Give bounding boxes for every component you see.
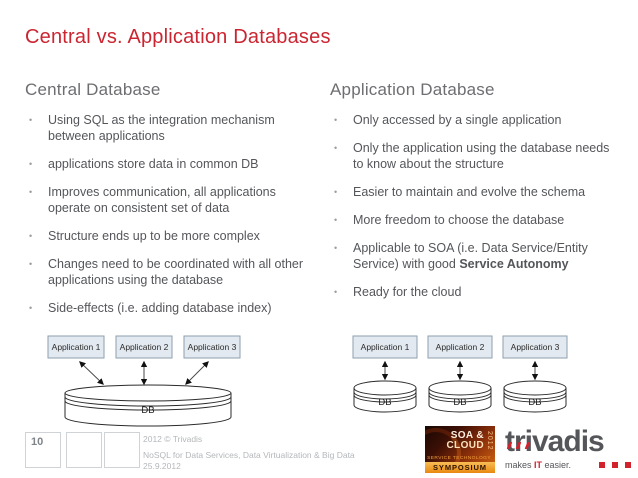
bullet-icon: •	[334, 187, 338, 197]
application-box-label: Application 1	[52, 342, 101, 352]
list-item: • Applicable to SOA (i.e. Data Service/En…	[330, 240, 622, 272]
central-db-diagram: DB Application 1 Application 2 Applicati…	[47, 335, 241, 427]
trivadis-wordmark: trivadis	[505, 425, 605, 458]
footer-text: 2012 © Trivadis NoSQL for Data Services,…	[143, 434, 355, 472]
application-database-heading: Application Database	[330, 80, 495, 99]
database-cylinder: DB	[428, 380, 492, 413]
bullet-icon: •	[29, 187, 33, 197]
bullet-text: Structure ends up to be more complex	[48, 229, 260, 243]
trivadis-wordmark-wrap: trivadis	[505, 427, 633, 457]
application-box: Application 1	[352, 335, 418, 359]
arrows	[79, 360, 209, 386]
bullet-icon: •	[334, 287, 338, 297]
bullet-icon: •	[29, 159, 33, 169]
bullet-text: Ready for the cloud	[353, 285, 462, 299]
database-cylinder: DB	[503, 380, 567, 413]
trivadis-red-accents-icon	[506, 425, 535, 455]
application-box-label: Application 3	[511, 342, 560, 352]
bullet-text: Side-effects (i.e. adding database index…	[48, 301, 272, 315]
footer-box	[66, 432, 102, 468]
page-title: Central vs. Application Databases	[25, 26, 331, 48]
bullet-text: applications store data in common DB	[48, 157, 259, 171]
central-database-heading: Central Database	[25, 80, 161, 99]
bullet-icon: •	[334, 243, 338, 253]
application-database-bullet-list: • Only accessed by a single application •…	[330, 112, 622, 300]
copyright: 2012 © Trivadis	[143, 434, 203, 444]
bullet-text: Easier to maintain and evolve the schema	[353, 185, 586, 199]
bullet-text: More freedom to choose the database	[353, 213, 565, 227]
bullet-text: Changes need to be coordinated with all …	[48, 257, 304, 287]
application-box: Application 2	[115, 335, 173, 359]
db-label: DB	[141, 405, 154, 416]
double-arrow	[185, 361, 209, 385]
central-database-column: Central Database • Using SQL as the integ…	[25, 80, 313, 328]
bullet-text: Only accessed by a single application	[353, 113, 562, 127]
bold-text: Service Autonomy	[459, 257, 569, 271]
application-db-diagram: DB DB DB Application 1 Application	[352, 335, 568, 413]
database-cylinder: DB	[64, 384, 232, 427]
application-database-column: Application Database • Only accessed by a…	[330, 80, 622, 312]
db-label: DB	[453, 397, 466, 408]
list-item: • Structure ends up to be more complex	[25, 228, 313, 244]
list-item: • Only accessed by a single application	[330, 112, 622, 128]
trivadis-logo: trivadis makes IT easier.	[505, 427, 633, 470]
tagline-highlight: IT	[534, 460, 543, 470]
application-box: Application 1	[47, 335, 105, 359]
application-box-label: Application 2	[120, 342, 169, 352]
list-item: • Changes need to be coordinated with all…	[25, 256, 313, 288]
double-arrow	[79, 361, 104, 385]
db-label: DB	[378, 397, 391, 408]
list-item: • Ready for the cloud	[330, 284, 622, 300]
bullet-icon: •	[29, 115, 33, 125]
presentation-date: 25.9.2012	[143, 461, 181, 471]
presentation-title: NoSQL for Data Services, Data Virtualiza…	[143, 450, 355, 460]
bullet-icon: •	[334, 115, 338, 125]
db-label: DB	[528, 397, 541, 408]
soa-service-technology: SERVICE TECHNOLOGY	[427, 456, 491, 461]
list-item: • Easier to maintain and evolve the schem…	[330, 184, 622, 200]
soa-year: 2012	[486, 431, 493, 451]
list-item: • applications store data in common DB	[25, 156, 313, 172]
soa-line2: CLOUD	[446, 440, 484, 451]
arrows	[381, 360, 539, 381]
central-database-bullet-list: • Using SQL as the integration mechanism …	[25, 112, 313, 316]
swirl-decoration-icon	[425, 428, 461, 473]
bullet-icon: •	[29, 303, 33, 313]
list-item: • More freedom to choose the database	[330, 212, 622, 228]
soa-symposium-bar: SYMPOSIUM	[425, 462, 495, 473]
page-number: 10	[31, 436, 44, 448]
trivadis-tagline: makes IT easier.	[505, 460, 633, 470]
bullet-icon: •	[334, 215, 338, 225]
bullet-icon: •	[29, 259, 33, 269]
bullet-text: Applicable to SOA (i.e. Data Service/Ent…	[353, 241, 588, 271]
application-box: Application 2	[427, 335, 493, 359]
page-number-box: 10	[25, 432, 61, 468]
tagline-text: makes IT easier.	[505, 460, 572, 470]
footer-box	[104, 432, 140, 468]
list-item: • Side-effects (i.e. adding database inde…	[25, 300, 313, 316]
application-box: Application 3	[502, 335, 568, 359]
application-box-label: Application 2	[436, 342, 485, 352]
bullet-icon: •	[334, 143, 338, 153]
list-item: • Improves communication, all application…	[25, 184, 313, 216]
bullet-text: Using SQL as the integration mechanism b…	[48, 113, 275, 143]
soa-logo-text: SOA & CLOUD	[446, 431, 484, 451]
soa-line1: SOA &	[450, 430, 484, 441]
database-cylinder: DB	[353, 380, 417, 413]
bullet-icon: •	[29, 231, 33, 241]
trivadis-dots-icon	[599, 462, 633, 468]
application-box-label: Application 3	[188, 342, 237, 352]
list-item: • Using SQL as the integration mechanism …	[25, 112, 313, 144]
bullet-text: Only the application using the database …	[353, 141, 610, 171]
list-item: • Only the application using the database…	[330, 140, 622, 172]
bullet-text: Improves communication, all applications…	[48, 185, 276, 215]
soa-cloud-symposium-logo: SOA & CLOUD 2012 SERVICE TECHNOLOGY SYMP…	[425, 426, 495, 473]
application-box: Application 3	[183, 335, 241, 359]
application-box-label: Application 1	[361, 342, 410, 352]
